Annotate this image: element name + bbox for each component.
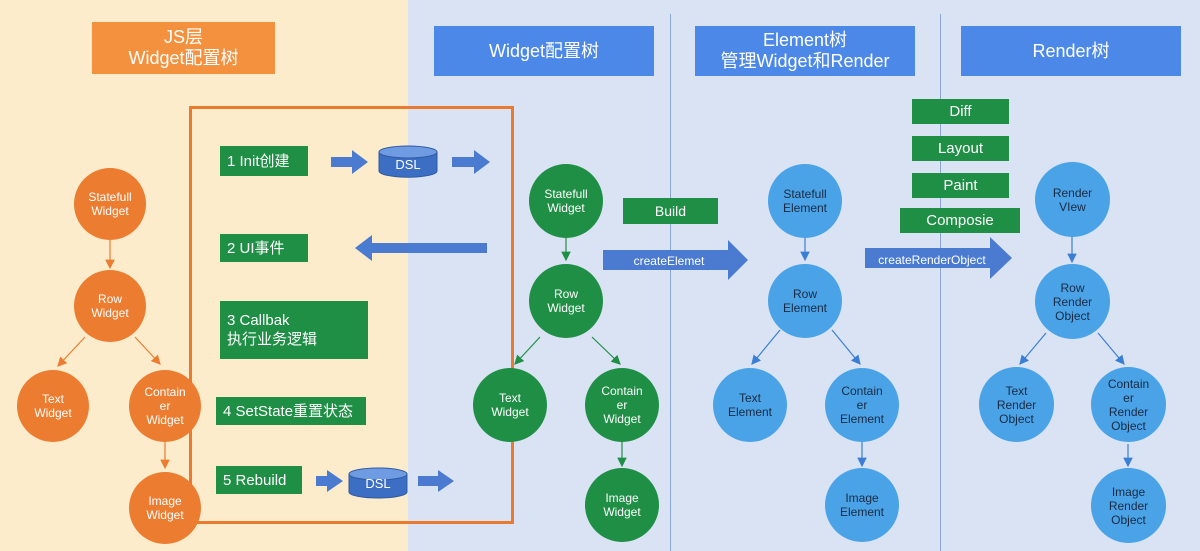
header-widget-tree: Widget配置树 bbox=[434, 26, 654, 76]
dsl-cylinder-top bbox=[378, 145, 438, 178]
phase-paint: Paint bbox=[912, 173, 1009, 198]
widget-tree-edges bbox=[514, 234, 627, 468]
step-ui-event: 2 UI事件 bbox=[220, 234, 308, 262]
create-render-object-label: createRenderObject bbox=[878, 253, 986, 267]
js-container-widget-node: Contain er Widget bbox=[129, 370, 201, 442]
header-render-tree: Render树 bbox=[961, 26, 1181, 76]
container-render-object-node: Contain er Render Object bbox=[1091, 367, 1166, 442]
build-label: Build bbox=[623, 198, 718, 224]
image-widget-node: Image Widget bbox=[585, 468, 659, 542]
row-render-object-node: Row Render Object bbox=[1035, 264, 1110, 339]
text-element-node: Text Element bbox=[713, 368, 787, 442]
dsl-cylinder-bottom bbox=[348, 467, 408, 499]
image-element-node: Image Element bbox=[825, 468, 899, 542]
block-arrows bbox=[316, 150, 1012, 492]
phase-diff: Diff bbox=[912, 99, 1009, 124]
column-divider bbox=[670, 14, 671, 551]
header-js-layer: JS层 Widget配置树 bbox=[92, 22, 275, 74]
js-text-widget-node: Text Widget bbox=[17, 370, 89, 442]
dsl-label-top: DSL bbox=[395, 157, 421, 172]
phase-composite: Composie bbox=[900, 208, 1020, 233]
create-element-label: createElemet bbox=[633, 254, 705, 268]
container-element-node: Contain er Element bbox=[825, 368, 899, 442]
text-render-object-node: Text Render Object bbox=[979, 367, 1054, 442]
statefull-widget-node: Statefull Widget bbox=[529, 164, 603, 238]
header-element-tree: Element树 管理Widget和Render bbox=[695, 26, 915, 76]
render-view-node: Render VIew bbox=[1035, 162, 1110, 237]
image-render-object-node: Image Render Object bbox=[1091, 468, 1166, 543]
step-callback: 3 Callbak 执行业务逻辑 bbox=[220, 301, 368, 359]
container-widget-node: Contain er Widget bbox=[585, 368, 659, 442]
dsl-label-bottom: DSL bbox=[365, 476, 391, 491]
js-layer-background bbox=[0, 0, 408, 551]
column-divider bbox=[940, 14, 941, 551]
text-widget-node: Text Widget bbox=[473, 368, 547, 442]
step-rebuild: 5 Rebuild bbox=[216, 466, 302, 494]
step-init: 1 Init创建 bbox=[220, 146, 308, 176]
row-element-node: Row Element bbox=[768, 264, 842, 338]
row-widget-node: Row Widget bbox=[529, 264, 603, 338]
statefull-element-node: Statefull Element bbox=[768, 164, 842, 238]
phase-layout: Layout bbox=[912, 136, 1009, 161]
js-statefull-widget-node: Statefull Widget bbox=[74, 168, 146, 240]
js-row-widget-node: Row Widget bbox=[74, 270, 146, 342]
js-tree-edges bbox=[57, 240, 170, 470]
process-frame bbox=[189, 106, 514, 524]
js-image-widget-node: Image Widget bbox=[129, 472, 201, 544]
render-tree-edges bbox=[1019, 234, 1133, 468]
step-setstate: 4 SetState重置状态 bbox=[216, 397, 366, 425]
element-tree-edges bbox=[751, 234, 867, 468]
